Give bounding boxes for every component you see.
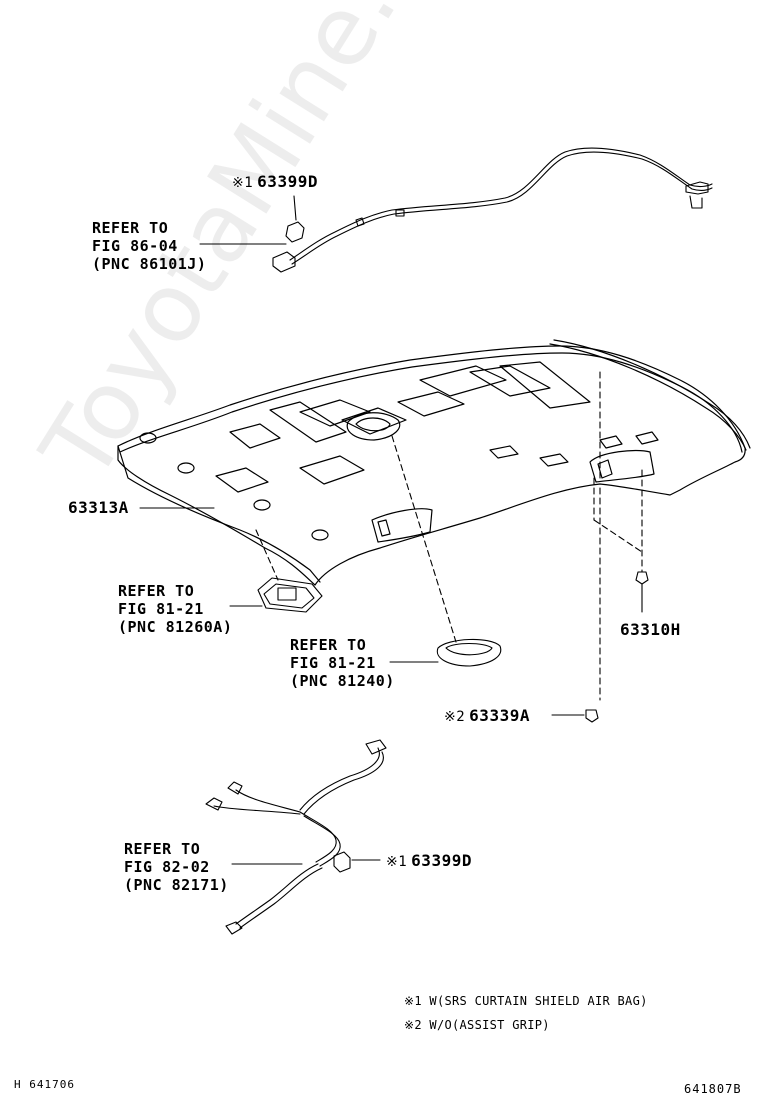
illustration-code-right: 641807B <box>684 1082 742 1096</box>
clip-63339A <box>551 709 599 723</box>
refer-line: FIG 86-04 <box>92 237 178 255</box>
note-2: ※2 W/O(ASSIST GRIP) <box>404 1018 550 1032</box>
refer-line: (PNC 81240) <box>290 672 395 690</box>
part-number: 63399D <box>257 172 318 191</box>
note-text: W(SRS CURTAIN SHIELD AIR BAG) <box>429 994 648 1008</box>
clip-63399D-top <box>285 195 305 243</box>
dashed-indicators <box>255 371 643 701</box>
dome-lamp-81240 <box>389 638 502 667</box>
part-label-63313A: 63313A <box>68 498 129 517</box>
refer-line: (PNC 82171) <box>124 876 229 894</box>
lower-wire-harness <box>205 739 387 935</box>
refer-line: REFER TO <box>290 636 367 654</box>
note-mark: ※2 <box>404 1018 422 1032</box>
refer-line: (PNC 81260A) <box>118 618 233 636</box>
upper-wire-harness <box>272 147 713 273</box>
note-text: W/O(ASSIST GRIP) <box>429 1018 550 1032</box>
refer-line: FIG 81-21 <box>290 654 376 672</box>
refer-line: REFER TO <box>118 582 195 600</box>
map-lamp-81260A <box>229 577 323 613</box>
note-mark-1: ※1 <box>232 175 254 191</box>
refer-line: REFER TO <box>124 840 201 858</box>
part-label-63310H: 63310H <box>620 620 681 639</box>
refer-line: (PNC 86101J) <box>92 255 207 273</box>
screw-63310H <box>635 571 649 613</box>
part-number: 63399D <box>411 851 472 870</box>
note-mark: ※1 <box>404 994 422 1008</box>
refer-line: FIG 82-02 <box>124 858 210 876</box>
refer-line: FIG 81-21 <box>118 600 204 618</box>
part-number: 63339A <box>469 706 530 725</box>
illustration-code-left: H 641706 <box>14 1078 75 1091</box>
note-mark-2: ※2 <box>444 709 466 725</box>
note-1: ※1 W(SRS CURTAIN SHIELD AIR BAG) <box>404 994 648 1008</box>
roof-headliner <box>117 339 751 586</box>
refer-line: REFER TO <box>92 219 169 237</box>
note-mark-1: ※1 <box>386 854 408 870</box>
